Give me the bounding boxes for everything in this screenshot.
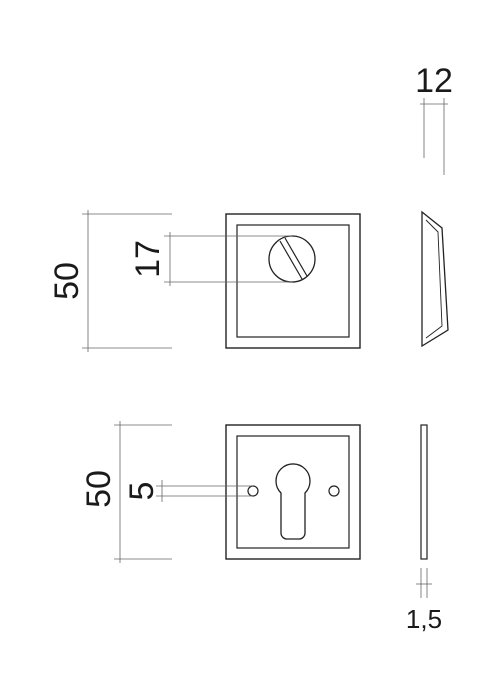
screw-hole-right-icon <box>328 485 340 497</box>
escutcheon-side-view <box>420 424 428 560</box>
rosette-side-inner-edge <box>425 219 443 339</box>
rosette-side-view <box>421 210 449 348</box>
thumb-turn-circle <box>268 235 316 283</box>
screw-hole-left-icon <box>247 485 259 497</box>
rosette-front-view <box>225 213 361 349</box>
escutcheon-outer-edge <box>225 424 361 560</box>
spindle-offset-dimension: 17 <box>129 232 292 286</box>
spindle-offset-label: 17 <box>129 240 167 278</box>
cylinder-cutout-icon <box>275 463 311 540</box>
escutcheon-thickness-dimension: 1,5 <box>406 568 442 634</box>
rosette-height-dimension: 50 <box>48 210 172 352</box>
escutcheon-front-view <box>225 424 361 560</box>
rosette-inner-edge <box>236 224 350 338</box>
escutcheon-height-dimension: 50 <box>80 421 172 563</box>
escutcheon-inner-edge <box>236 435 350 549</box>
screw-hole-offset-label: 5 <box>123 482 161 501</box>
screw-hole-offset-dimension: 5 <box>123 480 253 502</box>
rosette-thickness-dimension: 12 <box>415 62 453 175</box>
rosette-side-profile <box>421 210 449 348</box>
escutcheon-side-profile <box>420 424 428 560</box>
thumb-turn-slot-edge <box>284 237 308 277</box>
rosette-thickness-label: 12 <box>415 62 453 100</box>
escutcheon-thickness-label: 1,5 <box>406 604 442 634</box>
rosette-height-label: 50 <box>48 262 86 300</box>
thumb-turn-icon <box>268 235 316 283</box>
thumb-turn-slot-edge <box>279 240 303 280</box>
escutcheon-height-label: 50 <box>80 470 118 508</box>
rosette-outer-edge <box>225 213 361 349</box>
